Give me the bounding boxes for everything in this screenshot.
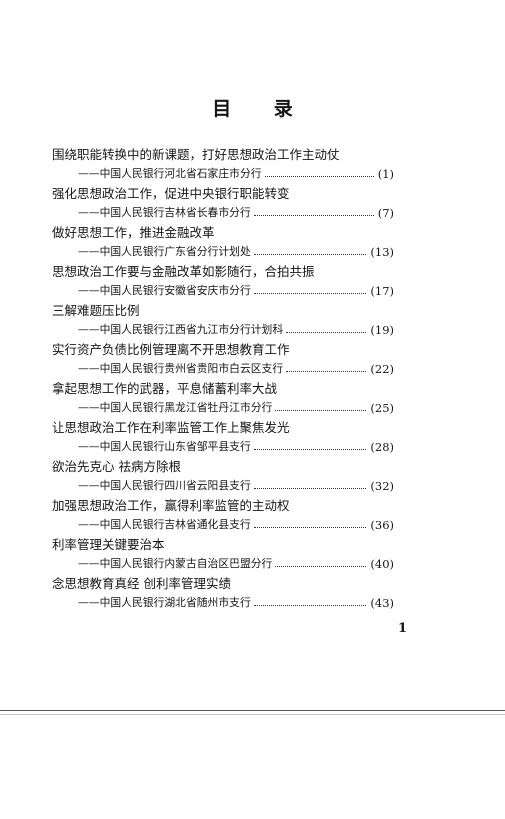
- entry-title: 拿起思想工作的武器，平息储蓄利率大战: [52, 381, 278, 396]
- toc-entry: 强化思想政治工作，促进中央银行职能转变 ——中国人民银行吉林省长春市分行 (7): [52, 184, 394, 223]
- entry-source-line: ——中国人民银行河北省石家庄市分行 (1): [78, 164, 394, 184]
- entry-organization: ——中国人民银行吉林省通化县支行: [78, 518, 251, 531]
- entry-title: 利率管理关键要治本: [52, 537, 165, 552]
- entry-title: 念思想教育真经 创利率管理实绩: [52, 576, 231, 591]
- toc-list: 围绕职能转换中的新课题，打好思想政治工作主动仗 ——中国人民银行河北省石家庄市分…: [52, 145, 394, 613]
- entry-page: (1): [377, 167, 394, 181]
- entry-source-line: ——中国人民银行四川省云阳县支行 (32): [78, 476, 394, 496]
- entry-page: (28): [370, 440, 394, 454]
- dot-leader: [253, 487, 367, 489]
- dot-leader: [286, 370, 367, 372]
- entry-organization: ——中国人民银行吉林省长春市分行: [78, 206, 251, 219]
- entry-organization: ——中国人民银行湖北省随州市支行: [78, 596, 251, 609]
- entry-organization: ——中国人民银行四川省云阳县支行: [78, 479, 251, 492]
- entry-source-line: ——中国人民银行广东省分行计划处 (13): [78, 242, 394, 262]
- dot-leader: [253, 448, 367, 450]
- entry-source-line: ——中国人民银行山东省邹平县支行 (28): [78, 437, 394, 457]
- entry-title: 三解难题压比例: [52, 303, 140, 318]
- entry-organization: ——中国人民银行山东省邹平县支行: [78, 440, 251, 453]
- entry-source-line: ——中国人民银行吉林省通化县支行 (36): [78, 515, 394, 535]
- toc-title: 目 录: [212, 98, 311, 120]
- entry-title: 让思想政治工作在利率监管工作上聚焦发光: [52, 420, 290, 435]
- toc-entry: 实行资产负债比例管理离不开思想教育工作 ——中国人民银行贵州省贵阳市白云区支行 …: [52, 340, 394, 379]
- entry-organization: ——中国人民银行黑龙江省牡丹江市分行: [78, 401, 273, 414]
- entry-organization: ——中国人民银行河北省石家庄市分行: [78, 167, 262, 180]
- dot-leader: [253, 253, 367, 255]
- dot-leader: [275, 565, 367, 567]
- entry-page: (17): [370, 284, 394, 298]
- dot-leader: [253, 526, 367, 528]
- entry-page: (25): [370, 401, 394, 415]
- bottom-rule: [0, 710, 505, 711]
- entry-organization: ——中国人民银行安徽省安庆市分行: [78, 284, 251, 297]
- entry-page: (40): [370, 557, 394, 571]
- entry-title: 做好思想工作，推进金融改革: [52, 225, 215, 240]
- entry-source-line: ——中国人民银行安徽省安庆市分行 (17): [78, 281, 394, 301]
- entry-source-line: ——中国人民银行内蒙古自治区巴盟分行 (40): [78, 554, 394, 574]
- entry-source-line: ——中国人民银行贵州省贵阳市白云区支行 (22): [78, 359, 394, 379]
- dot-leader: [253, 214, 374, 216]
- entry-organization: ——中国人民银行内蒙古自治区巴盟分行: [78, 557, 273, 570]
- entry-organization: ——中国人民银行贵州省贵阳市白云区支行: [78, 362, 284, 375]
- entry-source-line: ——中国人民银行黑龙江省牡丹江市分行 (25): [78, 398, 394, 418]
- toc-entry: 做好思想工作，推进金融改革 ——中国人民银行广东省分行计划处 (13): [52, 223, 394, 262]
- toc-entry: 三解难题压比例 ——中国人民银行江西省九江市分行计划科 (19): [52, 301, 394, 340]
- toc-entry: 欲治先克心 祛病方除根 ——中国人民银行四川省云阳县支行 (32): [52, 457, 394, 496]
- toc-entry: 围绕职能转换中的新课题，打好思想政治工作主动仗 ——中国人民银行河北省石家庄市分…: [52, 145, 394, 184]
- toc-entry: 利率管理关键要治本 ——中国人民银行内蒙古自治区巴盟分行 (40): [52, 535, 394, 574]
- entry-page: (19): [370, 323, 394, 337]
- dot-leader: [286, 331, 367, 333]
- entry-page: (13): [370, 245, 394, 259]
- page-number: 1: [398, 621, 408, 636]
- dot-leader: [253, 604, 367, 606]
- entry-title: 加强思想政治工作，赢得利率监管的主动权: [52, 498, 290, 513]
- toc-entry: 加强思想政治工作，赢得利率监管的主动权 ——中国人民银行吉林省通化县支行 (36…: [52, 496, 394, 535]
- toc-entry: 念思想教育真经 创利率管理实绩 ——中国人民银行湖北省随州市支行 (43): [52, 574, 394, 613]
- dot-leader: [264, 175, 374, 177]
- entry-title: 强化思想政治工作，促进中央银行职能转变: [52, 186, 290, 201]
- entry-organization: ——中国人民银行江西省九江市分行计划科: [78, 323, 284, 336]
- entry-source-line: ——中国人民银行江西省九江市分行计划科 (19): [78, 320, 394, 340]
- toc-entry: 拿起思想工作的武器，平息储蓄利率大战 ——中国人民银行黑龙江省牡丹江市分行 (2…: [52, 379, 394, 418]
- entry-page: (32): [370, 479, 394, 493]
- entry-page: (22): [370, 362, 394, 376]
- dot-leader: [253, 292, 367, 294]
- entry-organization: ——中国人民银行广东省分行计划处: [78, 245, 251, 258]
- entry-title: 欲治先克心 祛病方除根: [52, 459, 181, 474]
- entry-source-line: ——中国人民银行吉林省长春市分行 (7): [78, 203, 394, 223]
- toc-entry: 让思想政治工作在利率监管工作上聚焦发光 ——中国人民银行山东省邹平县支行 (28…: [52, 418, 394, 457]
- entry-source-line: ——中国人民银行湖北省随州市支行 (43): [78, 593, 394, 613]
- bottom-rule-shadow: [0, 714, 505, 715]
- entry-title: 思想政治工作要与金融改革如影随行，合拍共振: [52, 264, 315, 279]
- dot-leader: [275, 409, 367, 411]
- toc-entry: 思想政治工作要与金融改革如影随行，合拍共振 ——中国人民银行安徽省安庆市分行 (…: [52, 262, 394, 301]
- entry-title: 围绕职能转换中的新课题，打好思想政治工作主动仗: [52, 147, 340, 162]
- entry-title: 实行资产负债比例管理离不开思想教育工作: [52, 342, 290, 357]
- entry-page: (7): [377, 206, 394, 220]
- entry-page: (36): [370, 518, 394, 532]
- entry-page: (43): [370, 596, 394, 610]
